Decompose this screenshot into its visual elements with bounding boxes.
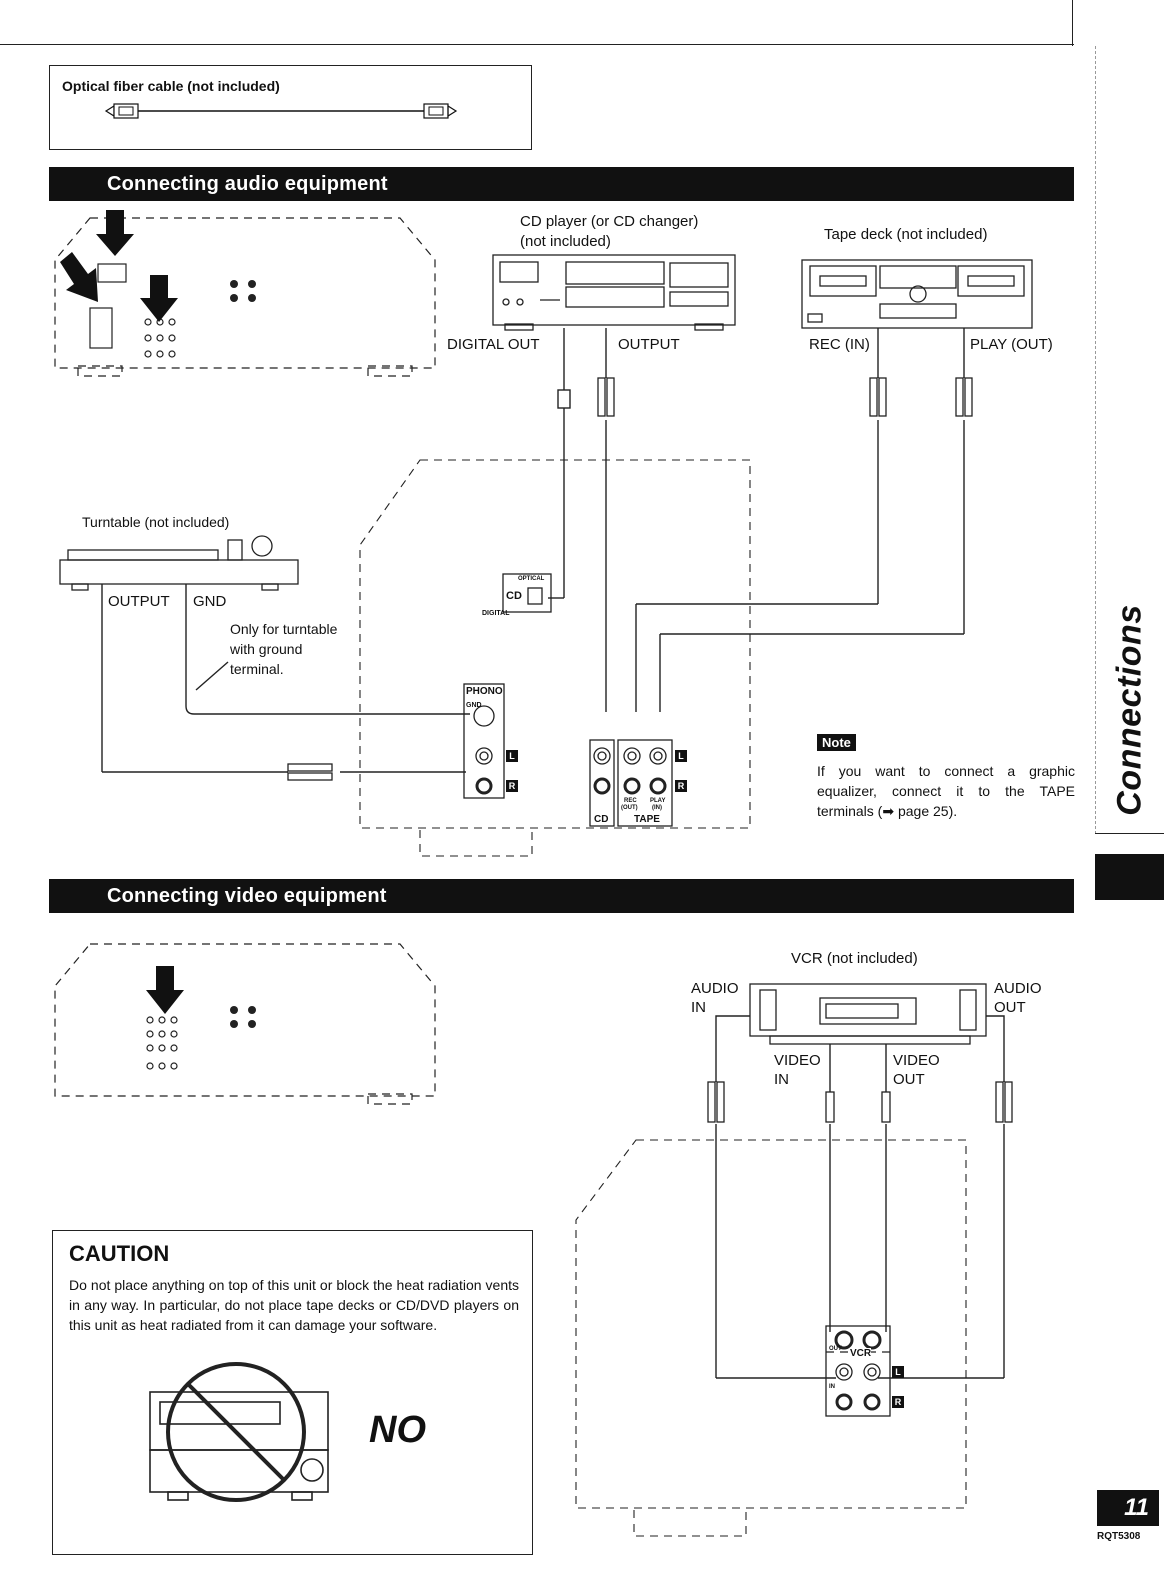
terminal-optical-label: OPTICAL bbox=[518, 576, 545, 582]
video-in-label-2: IN bbox=[774, 1071, 789, 1088]
tape-deck-label: Tape deck (not included) bbox=[824, 226, 988, 243]
top-rule-corner bbox=[1072, 0, 1073, 46]
page-number: 11 bbox=[1124, 1494, 1149, 1521]
video-unit-rear-outline bbox=[54, 943, 436, 1097]
document-code: RQT5308 bbox=[1097, 1531, 1141, 1542]
turntable-gnd-label: GND bbox=[193, 593, 227, 610]
ground-note-line-3: terminal. bbox=[230, 661, 284, 677]
terminal-phono-gnd-label: GND bbox=[466, 702, 482, 709]
rear-jacks-sketch bbox=[144, 318, 176, 358]
pointer-arrows-audio bbox=[60, 210, 178, 322]
section-video-title: Connecting video equipment bbox=[107, 885, 387, 907]
receiver-rear-panel-outline bbox=[359, 459, 751, 829]
vcr-r-badge: R bbox=[892, 1396, 904, 1408]
top-rule bbox=[0, 44, 1074, 45]
pointer-arrow-video bbox=[146, 966, 184, 1014]
section-audio-header: Connecting audio equipment bbox=[49, 167, 1074, 201]
note-badge: Note bbox=[817, 734, 856, 751]
terminal-play-label: PLAY bbox=[650, 798, 666, 804]
vcr-label: VCR (not included) bbox=[791, 950, 918, 967]
cd-player-label-1: CD player (or CD changer) bbox=[520, 213, 699, 230]
page-number-box: 11 bbox=[1097, 1490, 1159, 1526]
tape-r-badge: R bbox=[675, 780, 687, 792]
terminal-tape-label: TAPE bbox=[634, 814, 660, 825]
terminal-vcr-out-label: OUT bbox=[829, 1346, 842, 1352]
video-rca-plugs bbox=[707, 1081, 1013, 1123]
section-video-header: Connecting video equipment bbox=[49, 879, 1074, 913]
audio-out-label-2: OUT bbox=[994, 999, 1026, 1016]
terminal-phono-label: PHONO bbox=[466, 686, 503, 697]
optical-cable-title: Optical fiber cable (not included) bbox=[62, 78, 280, 94]
side-tab-marker bbox=[1095, 854, 1164, 900]
audio-unit-rear-outline bbox=[54, 217, 436, 369]
receiver-rear-panel-video-outline bbox=[575, 1139, 967, 1509]
caution-stack-illustration bbox=[149, 1362, 329, 1502]
audio-in-label-1: AUDIO bbox=[691, 980, 739, 997]
cd-player-drawing bbox=[492, 254, 736, 331]
terminal-rec-label: REC bbox=[624, 798, 637, 804]
side-section-label: Connections bbox=[1080, 600, 1164, 820]
caution-text: Do not place anything on top of this uni… bbox=[69, 1277, 519, 1333]
turntable-label: Turntable (not included) bbox=[82, 514, 230, 530]
rca-plugs bbox=[287, 377, 973, 781]
cd-tape-terminal-drawing bbox=[589, 739, 673, 827]
turntable-output-label: OUTPUT bbox=[108, 593, 170, 610]
side-tab-base-rule bbox=[1095, 833, 1164, 834]
caution-title: CAUTION bbox=[69, 1241, 170, 1266]
terminal-vcr-in-label: IN bbox=[829, 1384, 835, 1390]
terminal-play-in-label: (IN) bbox=[652, 805, 662, 811]
phono-terminal-drawing bbox=[463, 683, 505, 799]
terminal-rec-out-label: (OUT) bbox=[621, 805, 638, 811]
optical-cable-box: Optical fiber cable (not included) bbox=[49, 65, 532, 150]
video-out-label-1: VIDEO bbox=[893, 1052, 940, 1069]
vcr-l-badge: L bbox=[892, 1366, 904, 1378]
terminal-cd-label: CD bbox=[594, 814, 609, 825]
ground-note-line-2: with ground bbox=[230, 641, 303, 657]
digital-out-label: DIGITAL OUT bbox=[447, 336, 540, 353]
turntable-drawing bbox=[59, 535, 299, 591]
audio-out-label-1: AUDIO bbox=[994, 980, 1042, 997]
rec-in-label: REC (IN) bbox=[809, 336, 870, 353]
phono-l-badge: L bbox=[506, 750, 518, 762]
tape-l-badge: L bbox=[675, 750, 687, 762]
caution-no-label: NO bbox=[369, 1409, 426, 1451]
audio-cables bbox=[101, 328, 965, 773]
phono-r-badge: R bbox=[506, 780, 518, 792]
terminal-vcr-label: VCR bbox=[850, 1348, 872, 1359]
side-tab-divider bbox=[1095, 46, 1096, 834]
optical-cable-icon bbox=[104, 103, 458, 119]
section-audio-title: Connecting audio equipment bbox=[107, 173, 388, 195]
terminal-digital-label: DIGITAL bbox=[482, 610, 510, 617]
play-out-label: PLAY (OUT) bbox=[970, 336, 1053, 353]
note-text: If you want to connect a graphic equaliz… bbox=[817, 763, 1075, 819]
vcr-terminal-drawing bbox=[825, 1325, 891, 1417]
caution-box: CAUTION Do not place anything on top of … bbox=[52, 1230, 533, 1555]
vcr-drawing bbox=[749, 983, 987, 1045]
side-section-label-text: Connections bbox=[1110, 604, 1149, 816]
optical-terminal-drawing bbox=[502, 573, 552, 613]
video-cables bbox=[715, 1015, 1005, 1379]
audio-in-label-2: IN bbox=[691, 999, 706, 1016]
video-out-label-2: OUT bbox=[893, 1071, 925, 1088]
terminal-cd-optical-label: CD bbox=[506, 590, 522, 602]
video-in-label-1: VIDEO bbox=[774, 1052, 821, 1069]
cd-output-label: OUTPUT bbox=[618, 336, 680, 353]
tape-deck-drawing bbox=[801, 259, 1033, 329]
ground-note-line-1: Only for turntable bbox=[230, 621, 338, 637]
cd-player-label-2: (not included) bbox=[520, 233, 611, 250]
